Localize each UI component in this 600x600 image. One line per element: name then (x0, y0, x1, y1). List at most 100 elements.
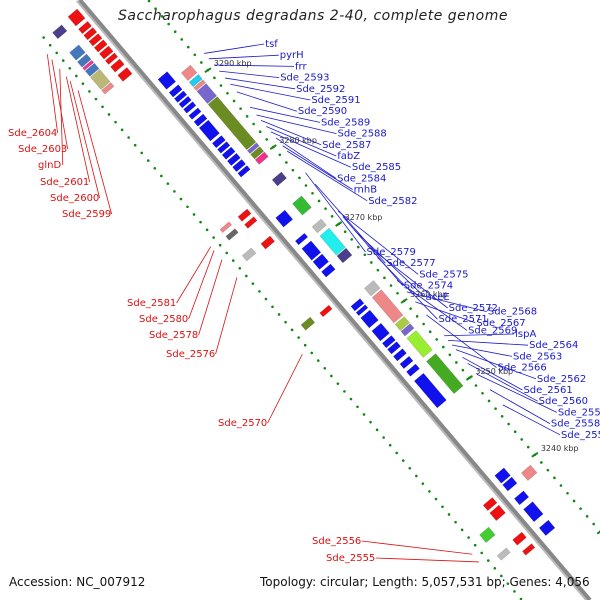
forward-label-leader (415, 301, 476, 324)
reverse-gene-arrow (110, 58, 125, 73)
tick-dot (88, 90, 91, 93)
feature-band (400, 323, 415, 337)
tick-dot (199, 220, 202, 224)
tick-dot (277, 313, 281, 316)
tick-dot (291, 168, 295, 172)
forward-label-leader (287, 150, 368, 202)
forward-gene-arrow (538, 519, 556, 536)
reverse-label-leader (198, 259, 223, 336)
tick-dot (160, 15, 164, 18)
forward-gene-arrow (399, 355, 414, 370)
tick-dot (323, 366, 327, 370)
tick-dot (592, 522, 595, 526)
forward-gene-label: Sde_2559 (558, 407, 600, 418)
feature-band (479, 526, 496, 543)
tick-dot (94, 97, 98, 101)
forward-gene-arrow (360, 309, 379, 329)
tick-label: 3290 kbp (214, 59, 252, 68)
forward-gene-label: Sde_2568 (488, 307, 537, 318)
forward-label-leader (455, 349, 537, 380)
tick-mark (400, 298, 408, 304)
tick-dot (500, 415, 504, 418)
forward-gene-arrow (321, 263, 336, 278)
tick-dot (186, 205, 189, 209)
tick-dot (383, 276, 386, 280)
forward-gene-arrow (211, 135, 226, 149)
reverse-gene-label: Sde_2599 (62, 209, 111, 220)
tick-dot (513, 590, 516, 593)
forward-label-leader (208, 54, 279, 60)
tick-dot (239, 107, 242, 110)
forward-gene-label: Sde_2592 (296, 84, 345, 95)
forward-label-leader (213, 64, 294, 67)
forward-gene-label: Sde_2582 (368, 196, 417, 207)
tick-dot (460, 528, 464, 532)
tick-dot (356, 245, 360, 249)
forward-gene-arrow (168, 84, 183, 98)
tick-dot (389, 284, 393, 287)
reverse-gene-arrow (117, 67, 133, 82)
genome-summary-text: Topology: circular; Length: 5,057,531 bp… (260, 575, 590, 589)
feature-band (319, 227, 346, 256)
tick-dot (493, 566, 497, 570)
forward-label-leader (396, 280, 468, 331)
tick-dot (349, 397, 353, 401)
tick-label: 3280 kbp (279, 136, 317, 145)
tick-dot (317, 199, 321, 203)
forward-gene-arrow (237, 165, 251, 178)
tick-dot (133, 143, 137, 147)
tick-dot (369, 420, 372, 424)
reverse-gene-arrow (237, 208, 252, 222)
tick-dot (264, 297, 268, 301)
tick-dot (265, 138, 269, 141)
tick-dot (167, 22, 170, 26)
reverse-gene-arrow (67, 8, 86, 27)
backbone (76, 0, 592, 600)
forward-gene-arrow (275, 209, 294, 228)
forward-label-leader (467, 363, 538, 402)
reverse-gene-label: Sde_2581 (127, 298, 176, 309)
forward-gene-label: Sde_2562 (537, 374, 586, 385)
tick-dot (363, 253, 367, 257)
forward-gene-arrow (178, 95, 192, 109)
reverse-gene-label: Sde_2556 (312, 536, 361, 547)
forward-gene-label: Sde_2593 (280, 73, 329, 84)
forward-gene-arrow (183, 101, 197, 114)
tick-dot (422, 322, 425, 326)
tick-dot (193, 53, 197, 57)
tick-dot (526, 445, 530, 449)
forward-gene-arrow (387, 341, 401, 355)
tick-dot (375, 428, 379, 432)
forward-gene-label: Sde_2566 (497, 363, 546, 374)
tick-dot (114, 120, 117, 124)
tick-dot (278, 153, 282, 157)
tick-dot (513, 430, 517, 434)
forward-gene-label: Sde_2563 (513, 351, 562, 362)
forward-label-leader (266, 126, 337, 157)
genes (52, 8, 556, 561)
tick-dot (48, 43, 52, 47)
tick-dot (362, 413, 366, 416)
tick-dot (336, 382, 340, 385)
forward-label-leader (462, 356, 523, 391)
tick-dot (232, 99, 236, 103)
tick-dot (447, 513, 451, 516)
forward-gene-label: Sde_2557 (561, 430, 600, 441)
forward-label-leader (249, 106, 321, 123)
tick-mark (465, 375, 473, 381)
tick-dot (520, 438, 524, 441)
tick-dot (343, 390, 346, 393)
feature-band (496, 547, 511, 561)
feature-band (520, 464, 538, 481)
tick-dot (473, 543, 477, 547)
tick-dot (559, 484, 563, 487)
forward-gene-label: Sde_2577 (386, 258, 435, 269)
tick-dot (258, 290, 261, 293)
forward-label-leader (270, 131, 352, 168)
forward-gene-label: Sde_2564 (529, 340, 578, 351)
forward-gene-arrow (381, 335, 396, 349)
tick-dot (127, 136, 130, 139)
forward-gene-label: Sde_2579 (367, 247, 416, 258)
feature-band (311, 218, 327, 234)
